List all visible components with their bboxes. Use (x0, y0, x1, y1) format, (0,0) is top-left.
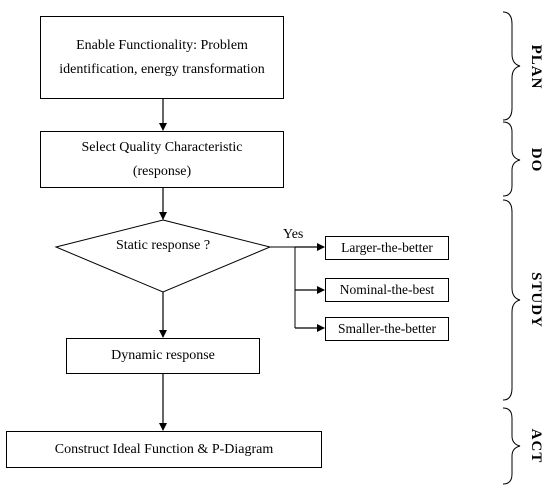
phase-label-do: DO (528, 147, 544, 173)
smaller-the-better-text: Smaller-the-better (338, 321, 436, 336)
larger-the-better-box: Larger-the-better (325, 236, 449, 260)
phase-label-study: STUDY (528, 272, 544, 328)
larger-the-better-text: Larger-the-better (341, 240, 433, 255)
smaller-the-better-box: Smaller-the-better (325, 317, 449, 341)
construct-ideal-function-text: Construct Ideal Function & P-Diagram (54, 441, 274, 457)
brace-plan (502, 11, 521, 121)
enable-functionality-box: Enable Functionality: Problem identifica… (40, 16, 284, 99)
phase-label-act: ACT (528, 428, 544, 464)
brace-do (502, 121, 521, 197)
construct-ideal-function-box: Construct Ideal Function & P-Diagram (6, 431, 322, 468)
brace-act (502, 407, 521, 485)
enable-functionality-text: Enable Functionality: Problem identifica… (59, 37, 265, 77)
phase-label-plan: PLAN (528, 44, 544, 90)
dynamic-response-text: Dynamic response (111, 348, 215, 363)
brace-study (502, 199, 521, 401)
nominal-the-best-text: Nominal-the-best (339, 282, 435, 297)
decision-diamond (54, 219, 272, 293)
dynamic-response-box: Dynamic response (66, 338, 260, 374)
yes-label: Yes (283, 227, 304, 242)
select-quality-text: Select Quality Characteristic (response) (81, 139, 243, 179)
nominal-the-best-box: Nominal-the-best (325, 278, 449, 302)
select-quality-box: Select Quality Characteristic (response) (40, 131, 284, 188)
decision-text: Static response ? (115, 238, 211, 253)
